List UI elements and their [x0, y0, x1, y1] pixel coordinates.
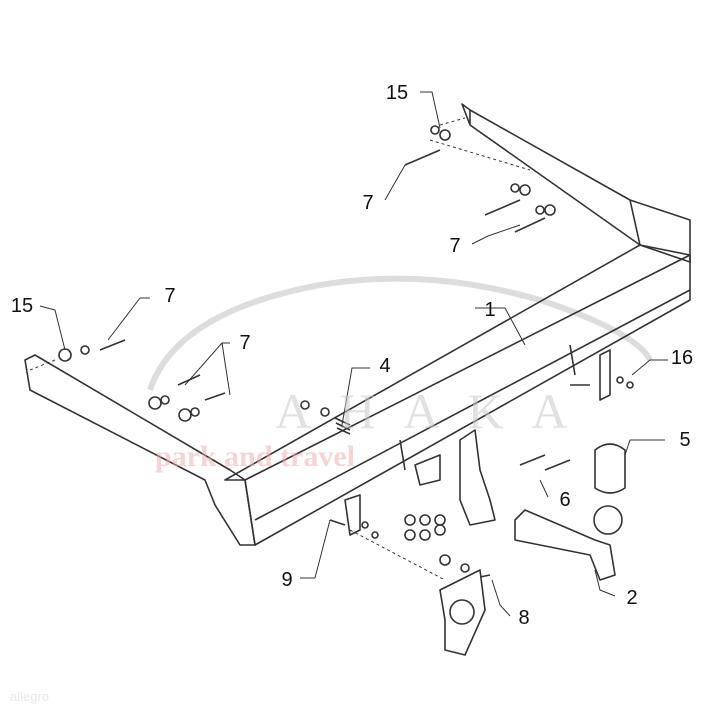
part-label-4: 4 — [379, 355, 391, 377]
car-watermark-logo — [147, 275, 653, 391]
part-label-9: 9 — [281, 569, 293, 591]
part-label-7-top: 7 — [362, 192, 374, 214]
watermark-brand: AHAKA — [275, 383, 596, 439]
center-bracket — [459, 429, 496, 526]
part-label-8: 8 — [518, 607, 530, 629]
part-label-16: 16 — [670, 347, 694, 369]
beam-joints — [399, 344, 576, 471]
part-label-15-top: 15 — [385, 82, 409, 104]
part-label-6: 6 — [559, 489, 571, 511]
right-bracket — [461, 103, 691, 263]
side-plate — [414, 454, 441, 486]
right-bracket-edge — [469, 110, 641, 246]
leader-lines — [39, 91, 668, 617]
part-label-1: 1 — [484, 299, 496, 321]
part-label-5: 5 — [679, 429, 691, 451]
watermark-tagline: park and travel — [155, 440, 356, 473]
left-bracket — [24, 354, 256, 546]
ball-cap — [594, 443, 626, 494]
dash-lines — [29, 117, 531, 581]
watermark-corner: allegro — [10, 689, 50, 704]
electrical-socket-plate — [439, 569, 486, 656]
part-label-7-right: 7 — [449, 235, 461, 257]
part-label-7-left: 7 — [164, 285, 176, 307]
part-label-2: 2 — [626, 587, 638, 609]
side-plate-left — [344, 494, 361, 536]
part-label-15-left: 15 — [10, 295, 34, 317]
side-plate-right — [599, 349, 611, 401]
socket-hole — [449, 599, 475, 625]
tow-ball — [593, 505, 623, 535]
main-beam-edge — [244, 254, 691, 521]
tow-ball-neck — [514, 509, 616, 581]
part-label-7-mid: 7 — [239, 332, 251, 354]
